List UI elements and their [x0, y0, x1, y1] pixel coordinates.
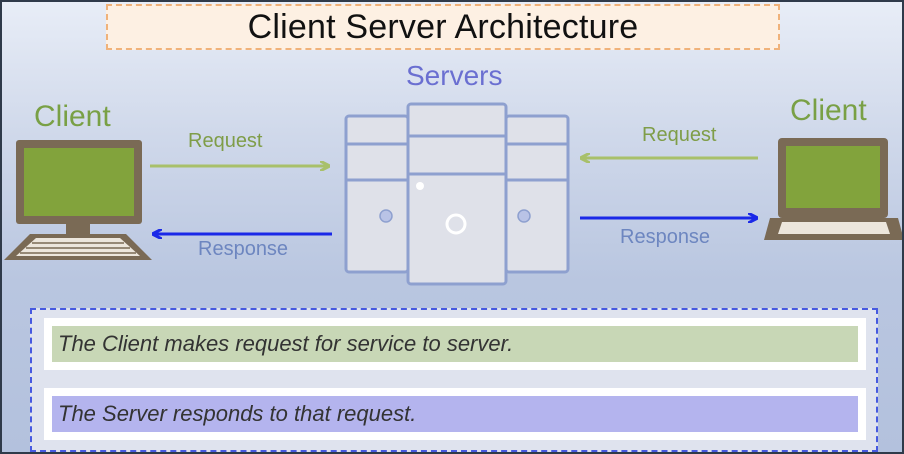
- desktop-computer-icon: [4, 140, 152, 260]
- servers-label: Servers: [406, 60, 503, 91]
- note-client-request: The Client makes request for service to …: [44, 318, 866, 370]
- laptop-icon: [764, 138, 902, 240]
- title-box: Client Server Architecture: [106, 4, 780, 50]
- notes-box: The Client makes request for service to …: [30, 308, 878, 452]
- note-text: The Server responds to that request.: [52, 396, 858, 432]
- diagram-title: Client Server Architecture: [247, 7, 639, 46]
- diagram-graphics: [4, 102, 902, 286]
- server-tower-icon: [344, 102, 570, 286]
- request-label-left: Request: [188, 130, 263, 152]
- response-label-right: Response: [620, 226, 711, 248]
- client-label-left: Client: [34, 100, 111, 133]
- note-server-response: The Server responds to that request.: [44, 388, 866, 440]
- response-label-left: Response: [198, 238, 289, 260]
- client-label-right: Client: [790, 94, 867, 127]
- request-label-right: Request: [642, 124, 717, 146]
- note-text: The Client makes request for service to …: [52, 326, 858, 362]
